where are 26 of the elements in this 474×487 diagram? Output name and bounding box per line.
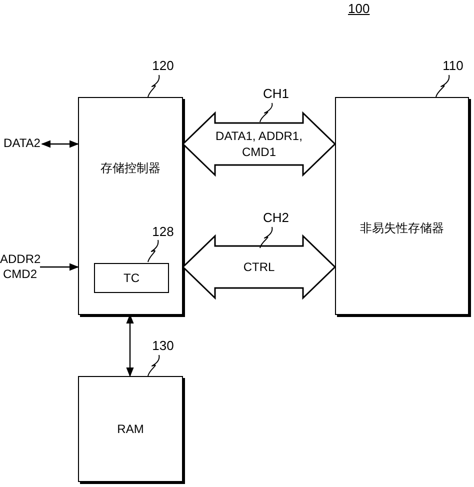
block-label: 存储控制器 bbox=[100, 160, 160, 176]
arrow bbox=[126, 314, 134, 377]
reference-number: 128 bbox=[150, 224, 176, 240]
block-label: RAM bbox=[117, 421, 144, 437]
sub-block bbox=[94, 263, 169, 293]
reference-number: 120 bbox=[150, 58, 176, 74]
controller-block bbox=[78, 97, 183, 315]
leader-line bbox=[260, 102, 273, 122]
signal-label: DATA2 bbox=[2, 136, 42, 151]
ram-block bbox=[78, 376, 183, 482]
leader-line bbox=[148, 240, 159, 262]
leader-line bbox=[260, 226, 273, 248]
figure-number: 100 bbox=[348, 1, 370, 17]
block-label: TC bbox=[124, 270, 140, 286]
leader-line bbox=[148, 74, 160, 98]
reference-number: 130 bbox=[150, 338, 176, 354]
leader-line bbox=[436, 74, 450, 98]
memory-block bbox=[335, 97, 469, 315]
reference-number: CH2 bbox=[262, 210, 290, 226]
block-label: 非易失性存储器 bbox=[360, 220, 444, 236]
reference-number: CH1 bbox=[262, 86, 290, 102]
reference-number: 110 bbox=[440, 58, 466, 74]
leader-line bbox=[148, 354, 160, 376]
signal-label: ADDR2 CMD2 bbox=[0, 252, 40, 282]
arrow bbox=[41, 140, 79, 148]
arrow bbox=[40, 263, 79, 271]
